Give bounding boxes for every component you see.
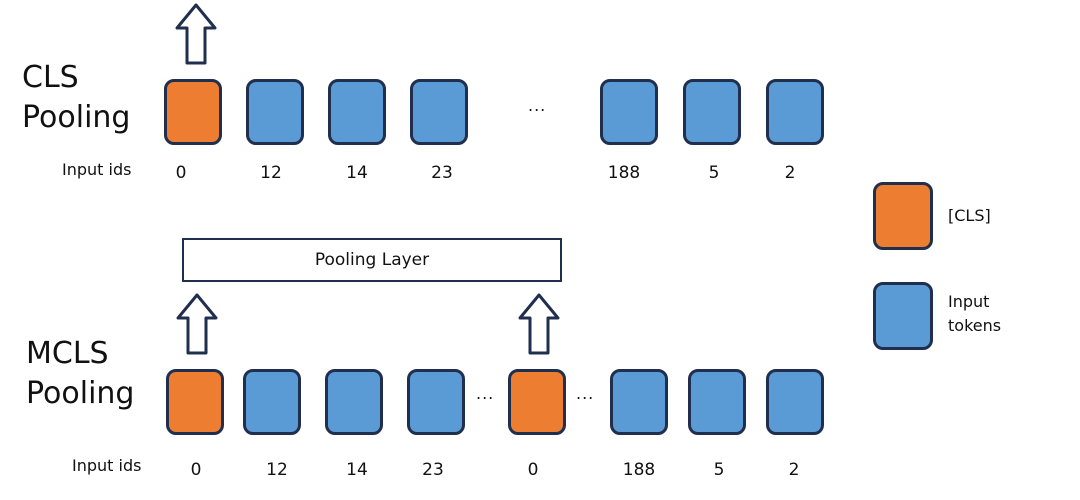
input-token-box xyxy=(688,369,746,435)
cls-token-box xyxy=(164,79,222,145)
token-id: 23 xyxy=(431,163,453,183)
input-token-box xyxy=(407,369,465,435)
input-token-box xyxy=(243,369,301,435)
token-id: 0 xyxy=(190,460,202,480)
token-id: 188 xyxy=(607,163,641,183)
up-arrow-icon xyxy=(518,293,560,355)
cls-title-line1: CLS xyxy=(22,60,79,95)
input-ids-label: Input ids xyxy=(72,456,142,475)
input-token-box xyxy=(246,79,304,145)
token-id: 14 xyxy=(346,163,368,183)
legend-input-label: Input tokens xyxy=(948,290,1001,338)
token-id: 14 xyxy=(346,460,368,480)
token-id: 188 xyxy=(622,460,656,480)
legend-cls-label: [CLS] xyxy=(948,206,991,225)
token-id: 0 xyxy=(175,163,187,183)
cls-token-box xyxy=(166,369,224,435)
legend-input-label-line1: Input xyxy=(948,292,990,311)
token-id: 12 xyxy=(260,163,282,183)
input-token-box xyxy=(610,369,668,435)
up-arrow-icon xyxy=(176,293,218,355)
input-token-box xyxy=(410,79,468,145)
legend-cls-swatch xyxy=(873,182,933,250)
input-token-box xyxy=(328,79,386,145)
input-token-box xyxy=(600,79,658,145)
mcls-title-line1: MCLS xyxy=(26,336,109,371)
input-token-box xyxy=(325,369,383,435)
input-token-box xyxy=(766,79,824,145)
input-token-box xyxy=(683,79,741,145)
token-id: 2 xyxy=(788,460,800,480)
token-id: 23 xyxy=(422,460,444,480)
ellipsis: ... xyxy=(476,384,495,403)
input-ids-label: Input ids xyxy=(62,160,132,179)
ellipsis: ... xyxy=(528,96,547,115)
token-id: 2 xyxy=(784,163,796,183)
mcls-pooling-title: MCLS Pooling xyxy=(26,334,134,414)
cls-title-line2: Pooling xyxy=(22,100,131,135)
token-id: 5 xyxy=(713,460,725,480)
legend-input-label-line2: tokens xyxy=(948,316,1002,335)
cls-token-box xyxy=(508,369,566,435)
ellipsis: ... xyxy=(576,384,595,403)
token-id: 12 xyxy=(266,460,288,480)
legend-input-swatch xyxy=(873,282,933,350)
token-id: 5 xyxy=(708,163,720,183)
up-arrow-icon xyxy=(175,3,217,65)
input-token-box xyxy=(766,369,824,435)
token-id: 0 xyxy=(527,460,539,480)
mcls-title-line2: Pooling xyxy=(26,376,135,411)
pooling-layer-box: Pooling Layer xyxy=(182,238,562,282)
cls-pooling-title: CLS Pooling xyxy=(22,58,130,138)
